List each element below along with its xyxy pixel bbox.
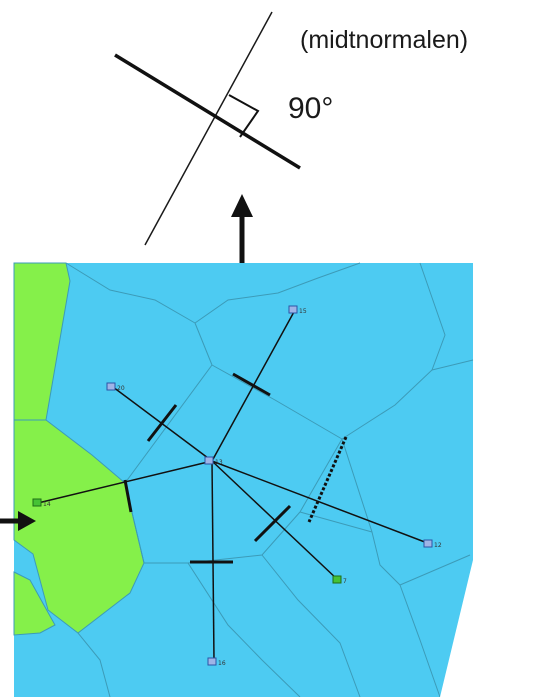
bisector-markers (123, 372, 348, 564)
perpendicular-sketch (114, 11, 301, 246)
voronoi-map: 15 20 13 12 7 16 14 (13, 262, 474, 697)
cell-borders (65, 262, 474, 697)
node-16: 16 (207, 657, 226, 667)
node-14: 14 (32, 498, 51, 508)
node-20: 20 (106, 382, 125, 392)
thin-diagonal-line (144, 11, 273, 246)
right-angle-label: 90° (288, 92, 334, 125)
node-15-label: 15 (299, 308, 307, 315)
node-15: 15 (288, 305, 307, 315)
node-12-label: 12 (434, 542, 442, 549)
node-7: 7 (332, 575, 347, 585)
node-13-label: 13 (215, 459, 223, 466)
node-14-label: 14 (43, 501, 51, 508)
green-cell-bottom-left (13, 571, 56, 636)
midtnormalen-caption: (midtnormalen) (300, 26, 469, 54)
right-angle-marker (228, 94, 260, 138)
bisector-thick-line (114, 53, 301, 170)
green-cell-top-left (13, 262, 71, 421)
arrow-right (0, 511, 36, 531)
node-13: 13 (204, 456, 223, 466)
node-20-label: 20 (117, 385, 125, 392)
green-cell-left (13, 419, 145, 634)
map-torn-corner (440, 560, 473, 697)
node-7-label: 7 (343, 578, 347, 585)
node-12: 12 (423, 539, 442, 549)
node-16-label: 16 (218, 660, 226, 667)
